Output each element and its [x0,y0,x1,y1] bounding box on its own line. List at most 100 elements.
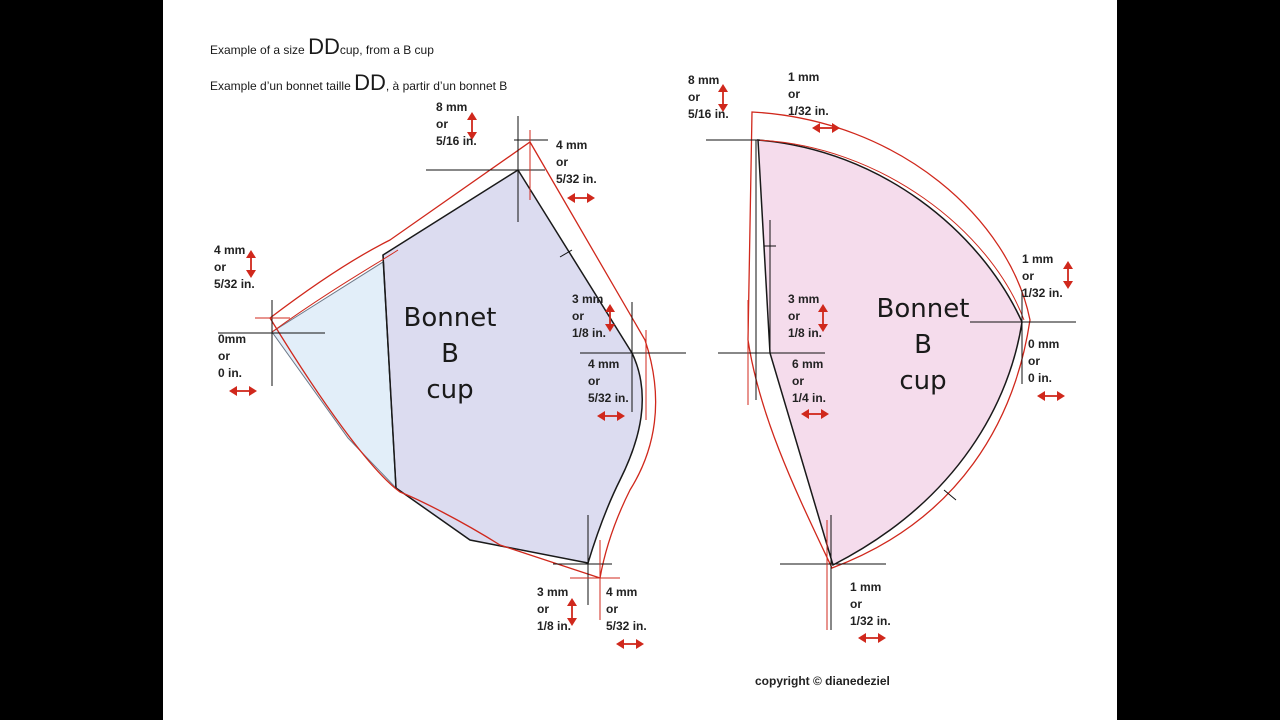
measurement-line: 4 mm [588,357,620,371]
measurement-line: or [792,374,804,388]
measurement-line: 5/32 in. [606,619,647,633]
measurement-line: 5/32 in. [214,277,255,291]
measurement-line: 1/8 in. [537,619,572,633]
vertical-double-arrow-icon [467,112,477,140]
label-left-right-upper: 3 mm or 1/8 in. [572,291,606,342]
title-english-suffix: cup, from a B cup [339,43,434,57]
measurement-line: 1 mm [850,580,882,594]
measurement-line: 8 mm [436,100,468,114]
label-right-top-b: 1 mm or 1/32 in. [788,69,829,120]
label-left-side-zero: 0mm or 0 in. [218,331,246,382]
left-cup-panel [382,168,643,564]
vertical-double-arrow-icon [567,598,577,626]
title-english-size: DD [308,34,340,59]
left-piece-label-line1: Bonnet [403,303,497,333]
left-piece-label: Bonnet B cup [395,300,505,408]
horizontal-double-arrow-icon [567,193,595,203]
right-piece-label-line3: cup [899,366,947,396]
vertical-double-arrow-icon [1063,261,1073,289]
label-left-top: 8 mm or 5/16 in. [436,99,477,150]
measurement-line: 1/32 in. [850,614,891,628]
label-right-bottom: 1 mm or 1/32 in. [850,579,891,630]
title-french: Example d’un bonnet taille DD, à partir … [210,70,507,96]
horizontal-double-arrow-icon [597,411,625,421]
measurement-line: 6 mm [792,357,824,371]
label-right-center-lower: 6 mm or 1/4 in. [792,356,826,407]
label-left-bottom-a: 3 mm or 1/8 in. [537,584,571,635]
measurement-line: 1/8 in. [788,326,823,340]
measurement-line: or [537,602,549,616]
measurement-line: or [788,87,800,101]
title-french-prefix: Example d’un bonnet taille [210,79,351,93]
measurement-line: 3 mm [537,585,569,599]
measurement-line: 4 mm [606,585,638,599]
measurement-line: 0 in. [1028,371,1053,385]
right-new-outline [747,111,1031,569]
horizontal-double-arrow-icon [616,639,644,649]
label-right-side-upper: 1 mm or 1/32 in. [1022,251,1063,302]
left-guides-red [255,130,647,620]
horizontal-double-arrow-icon [812,123,840,133]
copyright-notice: copyright © dianedeziel [755,674,890,688]
left-seam-line [382,254,397,489]
measurement-line: 4 mm [214,243,246,257]
title-french-size: DD [354,70,386,95]
right-guides-red [747,300,828,630]
left-piece-label-line3: cup [426,375,474,405]
vertical-double-arrow-icon [818,304,828,332]
measurement-line: or [588,374,600,388]
vertical-double-arrow-icon [718,84,728,112]
label-right-center-upper: 3 mm or 1/8 in. [788,291,822,342]
measurement-line: 5/16 in. [436,134,477,148]
measurement-line: 5/32 in. [588,391,629,405]
measurement-line: or [850,597,862,611]
left-new-outline-inner [271,249,399,333]
measurement-line: or [572,309,584,323]
measurement-line: 3 mm [788,292,820,306]
vertical-double-arrow-icon [605,304,615,332]
right-piece-label-line2: B [914,330,932,360]
measurement-line: 1 mm [1022,252,1054,266]
label-left-apex: 4 mm or 5/32 in. [556,137,597,188]
measurement-line: 1/32 in. [1022,286,1063,300]
label-left-bottom-b: 4 mm or 5/32 in. [606,584,647,635]
measurement-line: or [606,602,618,616]
right-piece-label: Bonnet B cup [868,291,978,399]
measurement-line: 1 mm [788,70,820,84]
title-english-prefix: Example of a size [210,43,305,57]
measurement-line: 0 in. [218,366,243,380]
label-left-side-top: 4 mm or 5/32 in. [214,242,255,293]
measurement-line: or [1022,269,1034,283]
measurement-line: 5/32 in. [556,172,597,186]
right-new-outline-inner [755,139,1025,321]
measurement-line: or [214,260,226,274]
left-side-panel [271,261,397,490]
measurement-line: or [218,349,230,363]
horizontal-double-arrow-icon [1037,391,1065,401]
label-left-right-lower: 4 mm or 5/32 in. [588,356,629,407]
measurement-line: 5/16 in. [688,107,729,121]
left-new-outline [269,141,657,579]
measurement-line: or [1028,354,1040,368]
measurement-line: or [688,90,700,104]
vertical-double-arrow-icon [246,250,256,278]
right-guides [706,139,1076,630]
title-french-suffix: , à partir d’un bonnet B [385,79,508,93]
measurement-line: 4 mm [556,138,588,152]
measurement-line: or [788,309,800,323]
measurement-line: 0mm [218,332,247,346]
measurement-line: or [556,155,568,169]
measurement-line: 3 mm [572,292,604,306]
left-guides [218,116,686,605]
measurement-line: 1/4 in. [792,391,827,405]
measurement-line: 1/8 in. [572,326,607,340]
right-piece-label-line1: Bonnet [876,294,970,324]
horizontal-double-arrow-icon [858,633,886,643]
measurement-line: 0 mm [1028,337,1060,351]
measurement-line: or [436,117,448,131]
measurement-line: 1/32 in. [788,104,829,118]
label-right-side-zero: 0 mm or 0 in. [1028,336,1059,387]
left-piece-label-line2: B [441,339,459,369]
